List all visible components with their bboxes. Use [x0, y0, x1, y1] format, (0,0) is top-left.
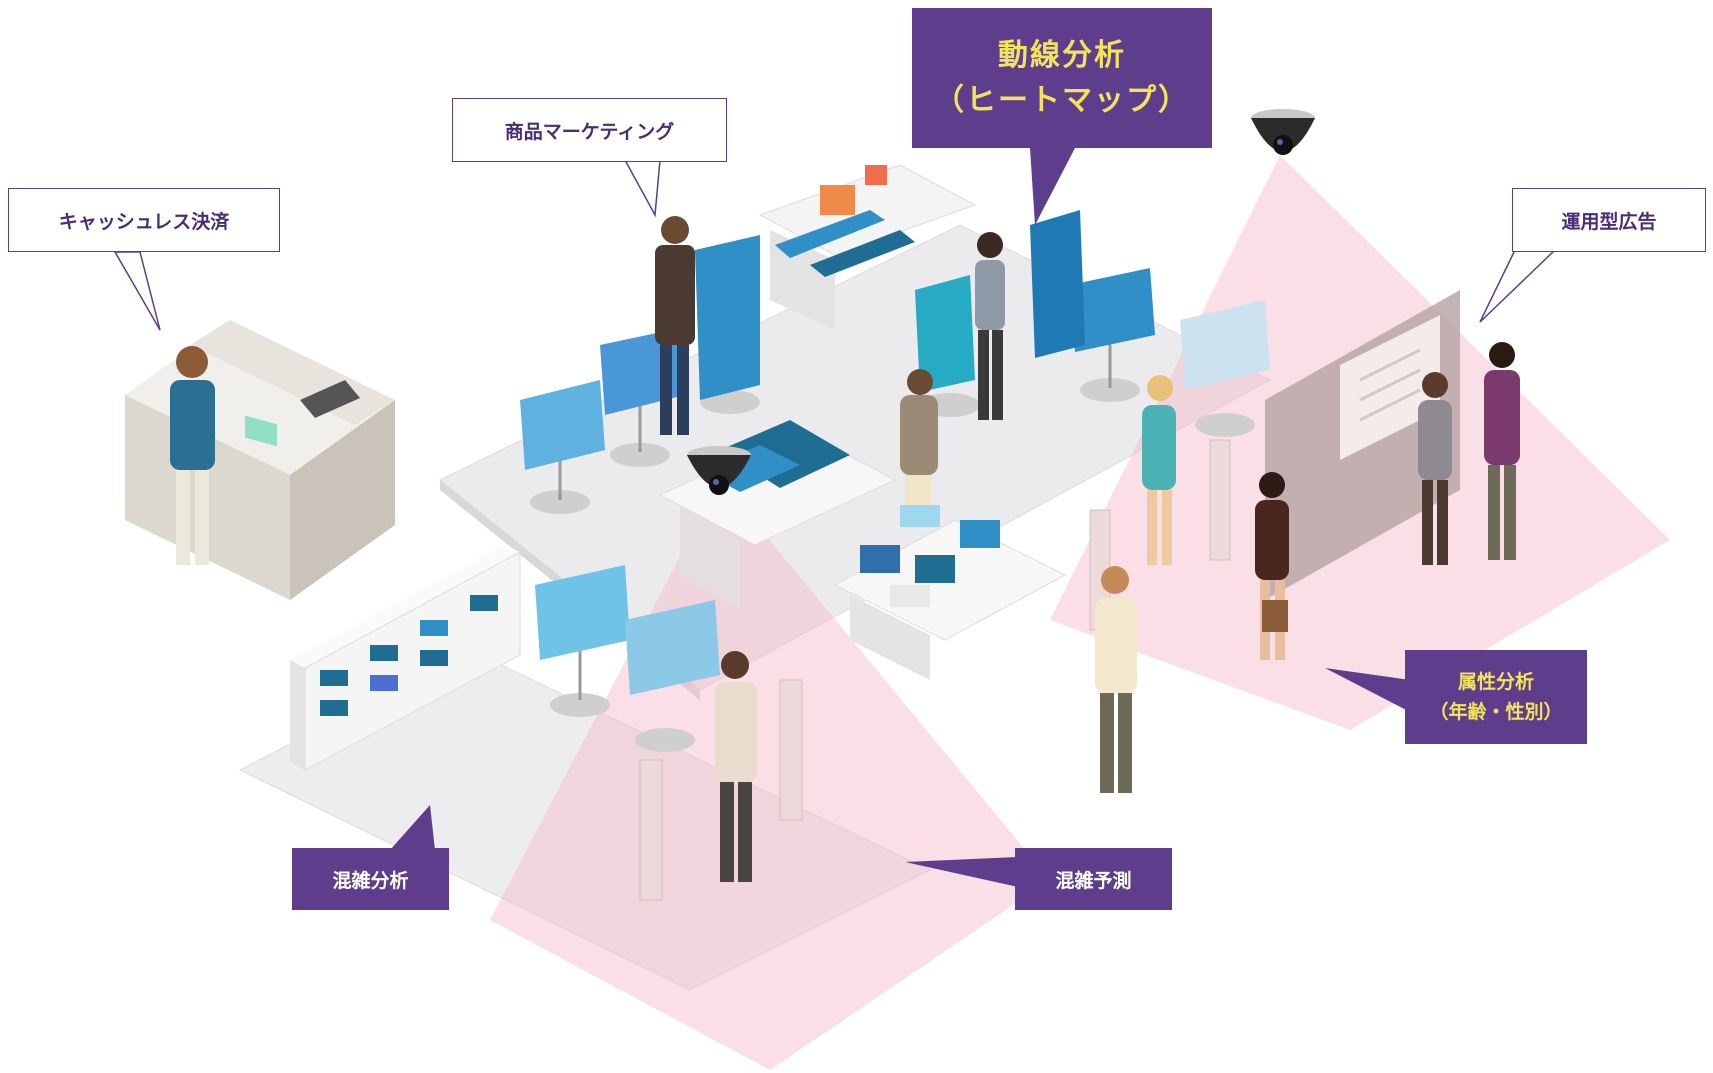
rack-lower-mid: [625, 600, 720, 752]
callout-flow-analysis-subtitle: （ヒートマップ）: [934, 83, 1190, 118]
wall-shelf: [290, 545, 521, 771]
callout-cashless-label: キャッシュレス決済: [58, 210, 230, 233]
rack-back-right: [1070, 268, 1155, 402]
callout-congestion-forecast-label: 混雑予測: [1055, 869, 1132, 892]
rack-tall: [695, 235, 760, 414]
callout-ads-label: 運用型広告: [1561, 210, 1657, 233]
cashier-counter: [125, 320, 395, 600]
person-icon: [170, 346, 215, 565]
person-icon: [900, 369, 938, 505]
table-center: [658, 420, 897, 610]
callout-tail: [905, 857, 1018, 887]
callout-congestion-analysis: 混雑分析: [292, 848, 449, 910]
person-icon: [715, 651, 757, 882]
person-icon: [1255, 472, 1289, 660]
signage-wall: [1265, 290, 1460, 600]
callout-flow-analysis: 動線分析 （ヒートマップ）: [912, 8, 1212, 148]
security-gate-left: [639, 679, 803, 901]
person-icon: [1095, 566, 1137, 793]
dome-camera-icon: [687, 446, 751, 495]
rack-lower-left: [535, 565, 630, 717]
callout-flow-analysis-title: 動線分析: [998, 38, 1126, 73]
table-back: [758, 164, 977, 330]
callout-product-marketing-label: 商品マーケティング: [504, 120, 675, 143]
callout-ads: 運用型広告: [1512, 188, 1706, 252]
callout-attributes-subtitle: （年齢・性別）: [1429, 701, 1563, 723]
callout-congestion-analysis-label: 混雑分析: [332, 869, 409, 892]
camera-cone-center: [490, 480, 1050, 1070]
callout-tail: [623, 159, 661, 218]
person-icon: [1142, 375, 1176, 565]
callout-tail: [1325, 668, 1410, 712]
person-icon: [1484, 342, 1520, 560]
person-icon: [1418, 372, 1452, 565]
callout-congestion-forecast: 混雑予測: [1015, 848, 1172, 910]
rack-blue-back: [1030, 210, 1085, 358]
person-icon: [975, 232, 1005, 420]
callout-tail: [1479, 249, 1557, 323]
callout-attributes: 属性分析 （年齢・性別）: [1405, 650, 1587, 744]
callout-tail: [1030, 148, 1075, 225]
callout-cashless: キャッシュレス決済: [8, 188, 280, 252]
callout-product-marketing: 商品マーケティング: [452, 98, 727, 162]
person-icon: [655, 216, 695, 435]
callout-attributes-title: 属性分析: [1457, 670, 1534, 693]
rack-left: [520, 380, 605, 514]
rack-right: [1180, 300, 1270, 437]
table-front: [833, 505, 1067, 680]
callout-tail: [113, 251, 161, 331]
dome-camera-icon: [1251, 109, 1315, 155]
callout-tail: [390, 805, 435, 850]
